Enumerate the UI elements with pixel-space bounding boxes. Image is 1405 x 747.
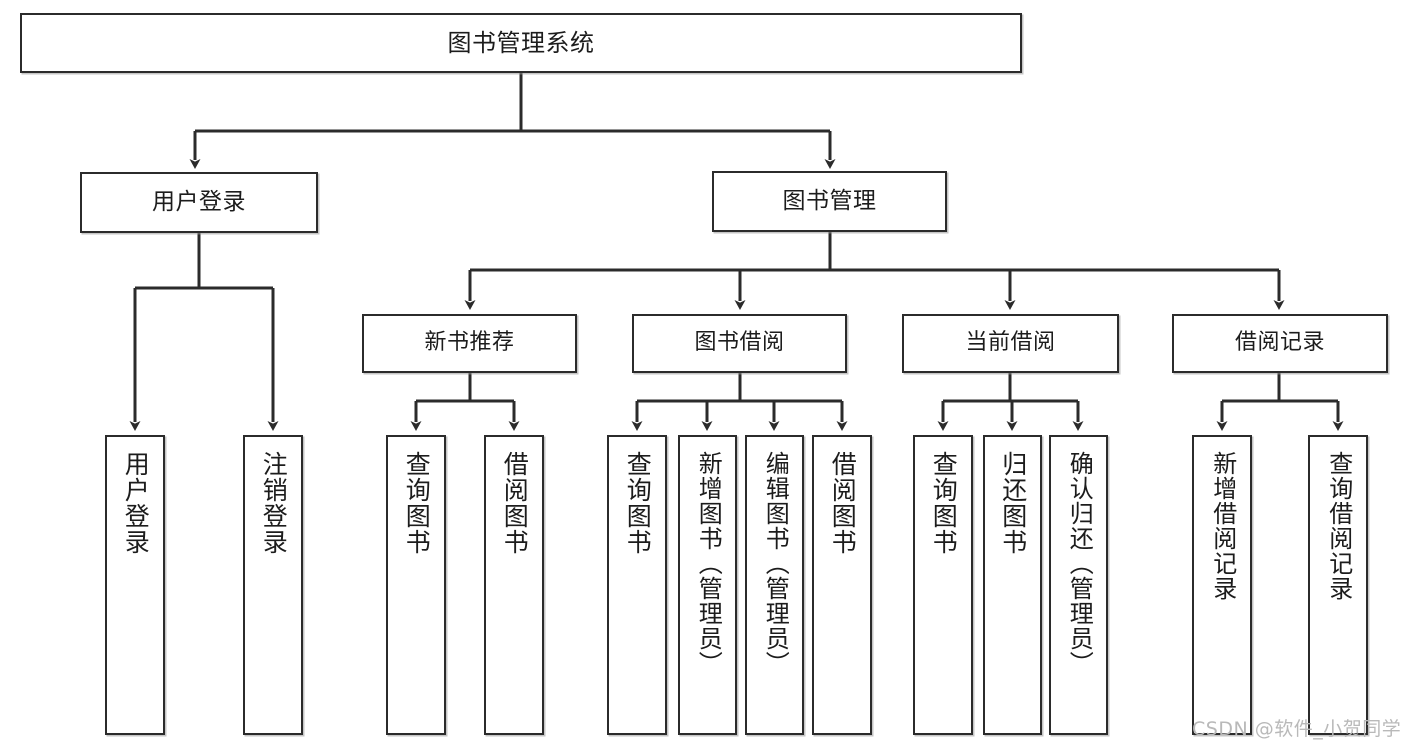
node-book-borrow[interactable]: 图书借阅 — [632, 314, 847, 373]
node-borrow-record[interactable]: 借阅记录 — [1172, 314, 1388, 373]
node-new-book-recommend[interactable]: 新书推荐 — [362, 314, 577, 373]
node-label: 查询图书 — [623, 451, 653, 555]
node-label: 图书管理 — [782, 187, 877, 214]
node-label: 新增图书（管理员） — [694, 451, 723, 676]
leaf-borrow-book[interactable]: 借阅图书 — [812, 435, 872, 735]
node-label: 查询图书 — [929, 451, 959, 555]
node-label: 确认归还（管理员） — [1065, 451, 1094, 676]
node-label: 当前借阅 — [965, 330, 1056, 356]
node-label: 借阅记录 — [1234, 330, 1325, 356]
node-label: 用户登录 — [121, 451, 151, 555]
leaf-return-book[interactable]: 归还图书 — [983, 435, 1042, 735]
leaf-query-book-current[interactable]: 查询图书 — [913, 435, 973, 735]
leaf-add-book-admin[interactable]: 新增图书（管理员） — [678, 435, 737, 735]
node-label: 借阅图书 — [828, 451, 858, 555]
node-user-login[interactable]: 用户登录 — [80, 172, 318, 233]
csdn-watermark: CSDN @软件_小贺同学 — [1192, 718, 1402, 740]
node-label: 归还图书 — [998, 451, 1028, 555]
node-book-management[interactable]: 图书管理 — [712, 171, 947, 232]
leaf-user-login[interactable]: 用户登录 — [105, 435, 165, 735]
leaf-edit-book-admin[interactable]: 编辑图书（管理员） — [745, 435, 804, 735]
leaf-logout[interactable]: 注销登录 — [243, 435, 303, 735]
node-root-system[interactable]: 图书管理系统 — [20, 13, 1022, 73]
leaf-query-book-borrow[interactable]: 查询图书 — [607, 435, 667, 735]
node-label: 新书推荐 — [424, 330, 515, 356]
node-label: 查询图书 — [402, 451, 432, 555]
leaf-add-borrow-record[interactable]: 新增借阅记录 — [1192, 435, 1252, 735]
node-current-borrow[interactable]: 当前借阅 — [902, 314, 1119, 373]
node-label: 新增借阅记录 — [1208, 451, 1237, 601]
leaf-query-borrow-record[interactable]: 查询借阅记录 — [1308, 435, 1368, 735]
node-label: 编辑图书（管理员） — [761, 451, 790, 676]
leaf-confirm-return-admin[interactable]: 确认归还（管理员） — [1049, 435, 1108, 735]
node-label: 借阅图书 — [500, 451, 530, 555]
node-label: 注销登录 — [259, 451, 289, 555]
node-label: 查询借阅记录 — [1324, 451, 1353, 601]
leaf-query-book-recommend[interactable]: 查询图书 — [386, 435, 446, 735]
leaf-borrow-book-recommend[interactable]: 借阅图书 — [484, 435, 544, 735]
node-label: 图书管理系统 — [447, 28, 595, 57]
node-label: 用户登录 — [152, 188, 246, 215]
node-label: 图书借阅 — [694, 330, 785, 356]
